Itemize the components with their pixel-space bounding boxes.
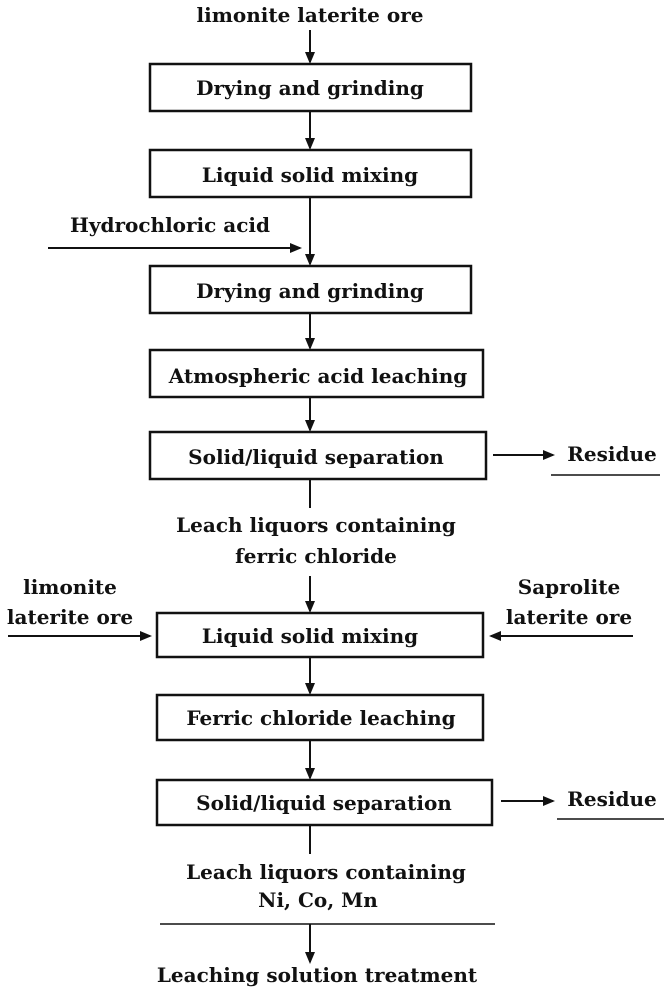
step-solid-liquid-separation-1 xyxy=(148,430,488,481)
saprolite-input-line2: laterite ore xyxy=(506,605,632,629)
step-atmospheric-acid-leaching-label: Atmospheric acid leaching xyxy=(168,364,468,388)
leach-liquor-1-line1: Leach liquors containing xyxy=(176,513,456,537)
step-drying-grinding-2 xyxy=(148,264,473,315)
leach-liquor-2-line1: Leach liquors containing xyxy=(186,860,466,884)
step-liquid-solid-mixing-1-label: Liquid solid mixing xyxy=(202,163,418,187)
leach-liquor-1-line2: ferric chloride xyxy=(235,544,397,568)
step-liquid-solid-mixing-2 xyxy=(155,611,485,659)
final-treatment-label: Leaching solution treatment xyxy=(157,963,478,987)
leach-liquor-2-line2: Ni, Co, Mn xyxy=(258,888,378,912)
limonite-input-line1: limonite xyxy=(23,575,117,599)
step-ferric-chloride-leaching xyxy=(155,693,485,742)
top-input-label: limonite laterite ore xyxy=(197,3,424,27)
step-solid-liquid-separation-2-label: Solid/liquid separation xyxy=(196,791,452,815)
step-drying-grinding-2-label: Drying and grinding xyxy=(196,279,424,303)
step-liquid-solid-mixing-2-label: Liquid solid mixing xyxy=(202,624,418,648)
residue-2-label: Residue xyxy=(567,787,656,811)
step-liquid-solid-mixing-1 xyxy=(148,148,473,199)
hydrochloric-acid-label: Hydrochloric acid xyxy=(70,213,270,237)
step-solid-liquid-separation-2 xyxy=(155,778,494,827)
step-solid-liquid-separation-1-label: Solid/liquid separation xyxy=(188,445,444,469)
limonite-input-line2: laterite ore xyxy=(7,605,133,629)
saprolite-input-line1: Saprolite xyxy=(518,575,620,599)
step-drying-grinding-1-label: Drying and grinding xyxy=(196,76,424,100)
step-ferric-chloride-leaching-label: Ferric chloride leaching xyxy=(186,706,455,730)
step-atmospheric-acid-leaching xyxy=(148,348,485,399)
residue-1-label: Residue xyxy=(567,442,656,466)
